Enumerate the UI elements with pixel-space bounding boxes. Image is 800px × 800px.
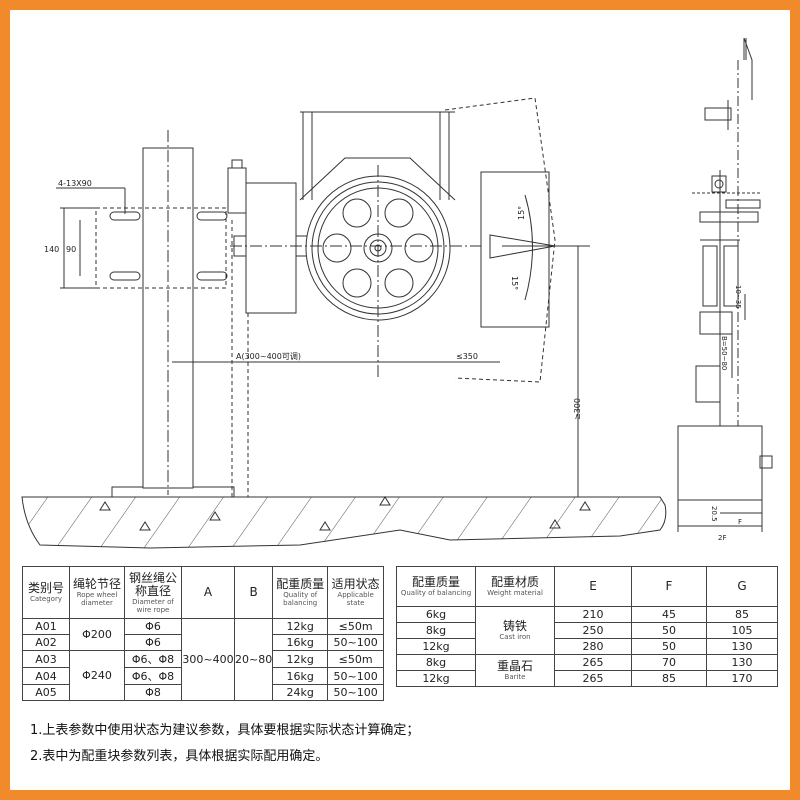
label-10-35: 10~35: [734, 285, 742, 309]
table-row: A02 Φ6 16kg 50~100: [22, 634, 384, 651]
table-row: A03 Φ240 Φ6、Φ8 12kg ≤50m: [22, 650, 384, 701]
table-row: A01 Φ200 Φ6 300~400 20~80 12kg ≤50m: [22, 618, 384, 701]
note-1: 1.上表参数中使用状态为建议参数，具体要根据实际状态计算确定；: [30, 723, 420, 738]
ground-section: [21, 496, 667, 549]
ground-markers: [99, 496, 591, 531]
header-e: E: [554, 566, 632, 607]
header-f: F: [631, 566, 707, 607]
label-a-dimension: A(300~400可调): [236, 352, 301, 361]
label-b-dimension: B=50~80: [720, 336, 728, 370]
label-15-bottom: 15°: [510, 276, 519, 290]
housing-box: [245, 182, 297, 314]
header-g: G: [706, 566, 778, 607]
side-counterweight: [677, 425, 763, 501]
label-2f: 2F: [718, 534, 726, 542]
header-b: B: [233, 566, 274, 619]
counterweight-box: [480, 171, 550, 328]
label-f: F: [738, 518, 742, 526]
notes: 1.上表参数中使用状态为建议参数，具体要根据实际状态计算确定； 2.表中为配重块…: [30, 718, 419, 770]
technical-drawing: 4-13X90 140 90 A(300~400可调) ≤350 ≥300 15…: [21, 37, 773, 549]
table-row: A05 Φ8 24kg 50~100: [22, 684, 384, 701]
label-140: 140: [44, 245, 59, 254]
mounting-bracket: [95, 207, 227, 289]
header-a: A: [181, 566, 235, 619]
label-350: ≤350: [456, 352, 478, 361]
note-2: 2.表中为配重块参数列表，具体根据实际配用确定。: [30, 749, 329, 764]
label-4-13x90: 4-13X90: [58, 179, 92, 188]
label-90: 90: [66, 245, 76, 254]
label-300: ≥300: [573, 398, 582, 420]
label-15-top: 15°: [517, 206, 526, 220]
label-20-5: 20.5: [710, 506, 718, 522]
